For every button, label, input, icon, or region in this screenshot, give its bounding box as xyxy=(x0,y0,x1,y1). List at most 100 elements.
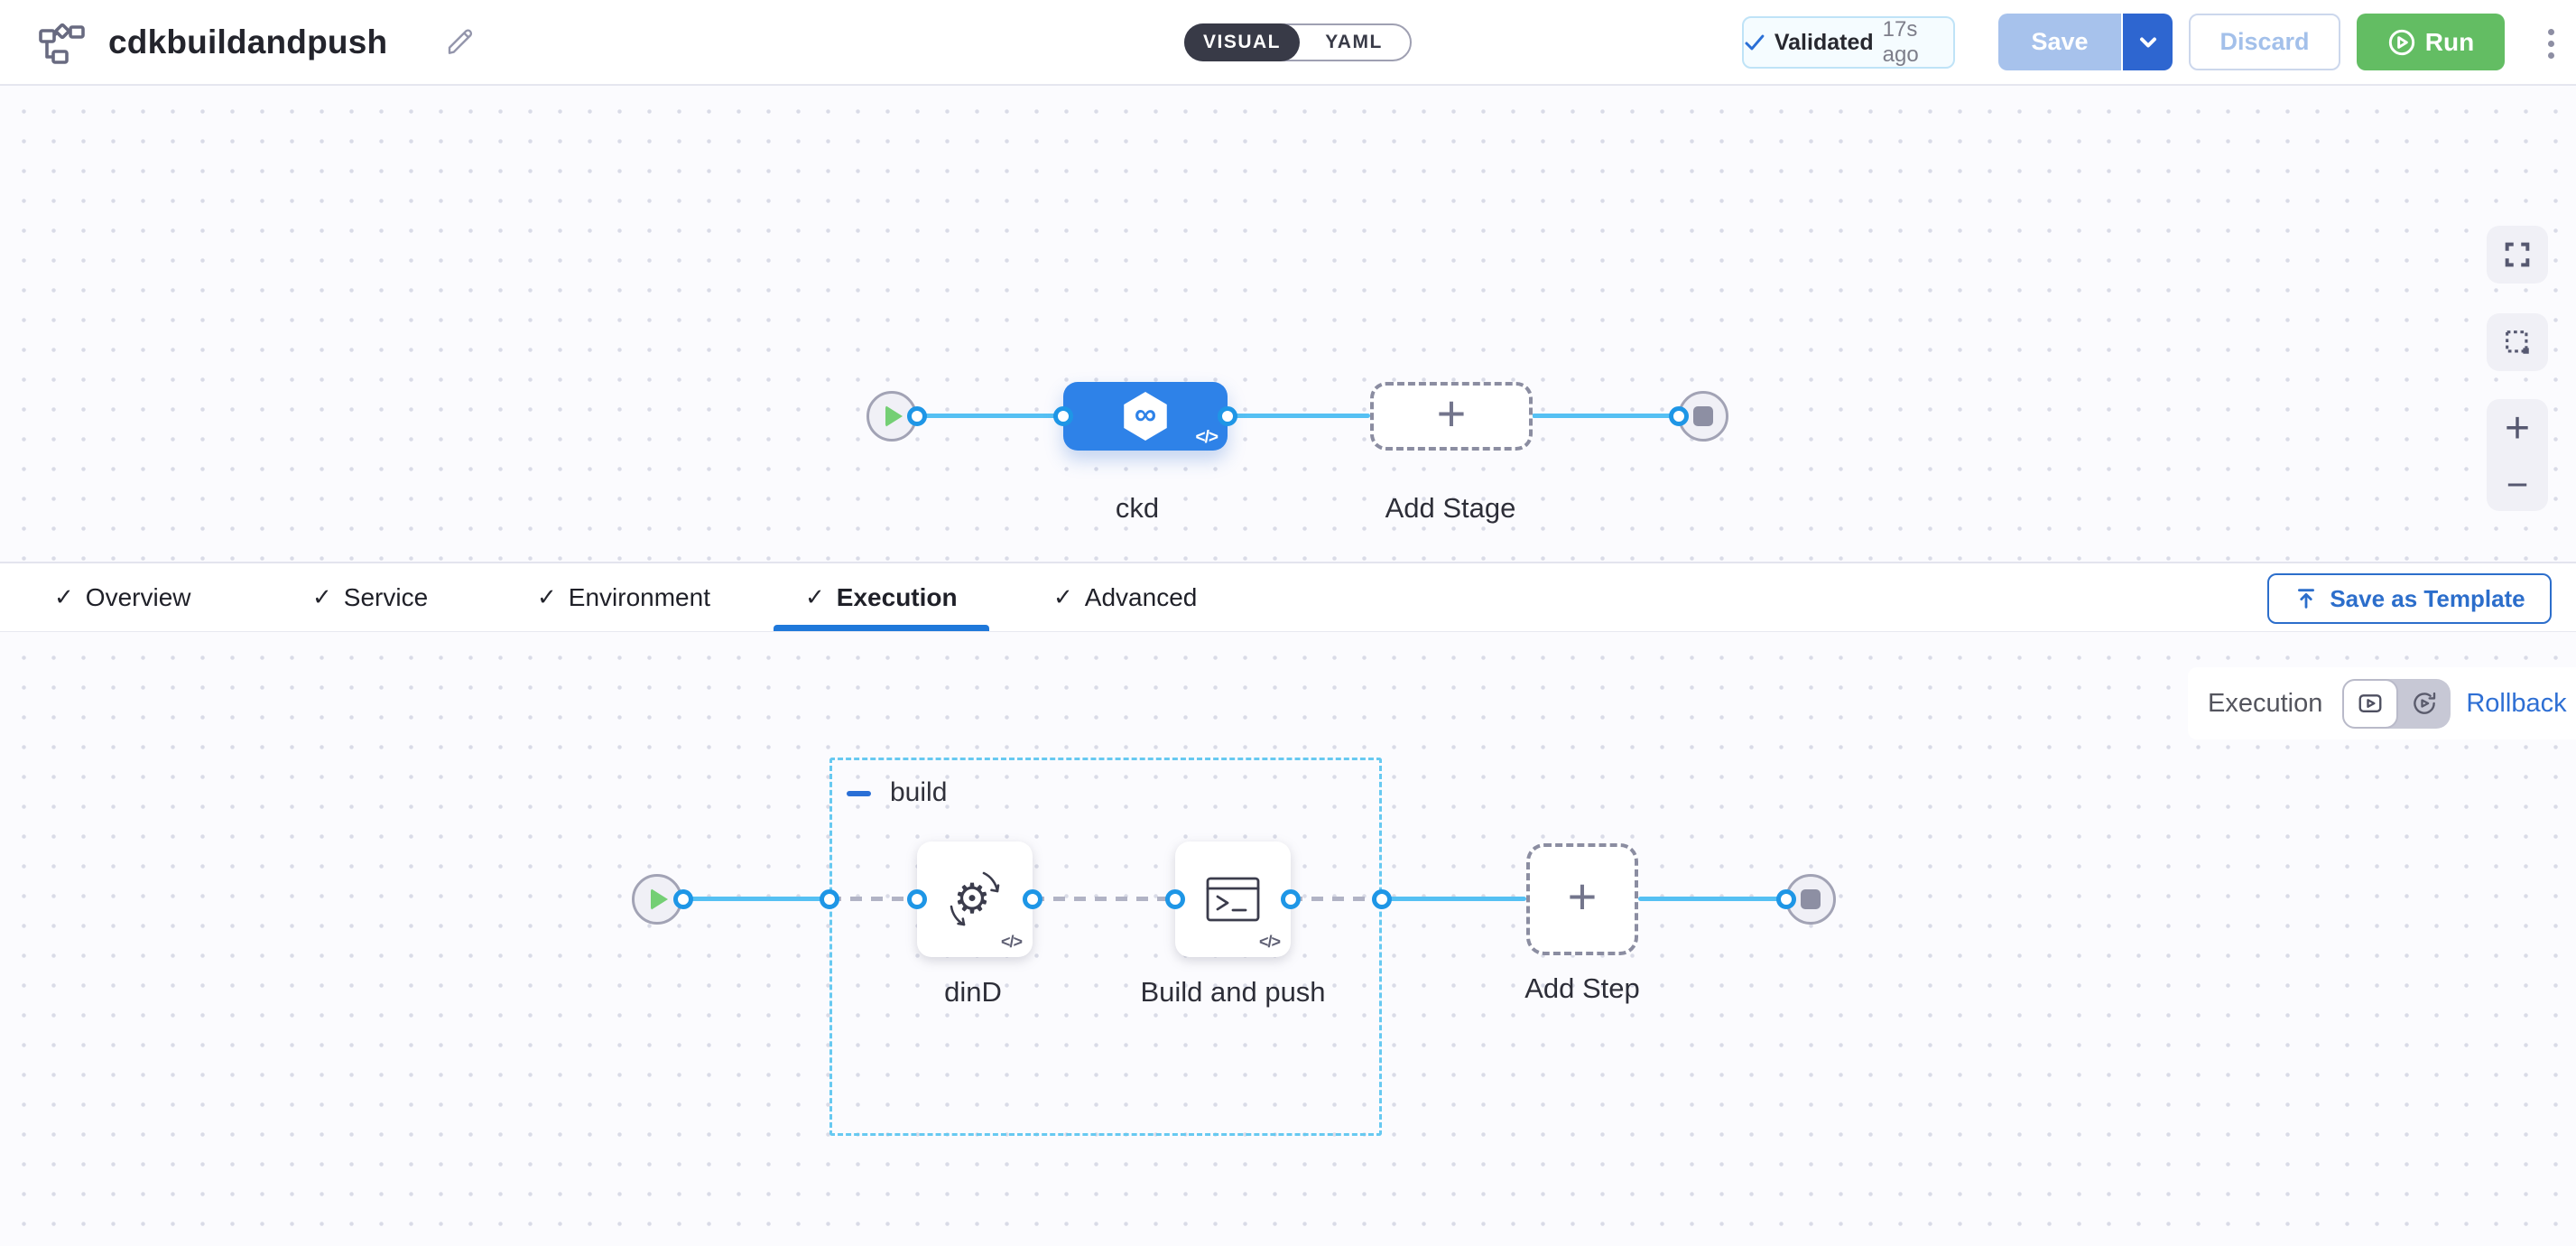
check-icon: ✓ xyxy=(54,583,74,610)
page-title: cdkbuildandpush xyxy=(108,23,388,60)
plus-icon: + xyxy=(1436,385,1467,442)
chevron-down-icon xyxy=(2139,37,2156,47)
save-as-template-label: Save as Template xyxy=(2330,584,2525,612)
run-label: Run xyxy=(2424,27,2475,56)
tab-label: Advanced xyxy=(1084,582,1198,611)
edge-addstage-to-end xyxy=(1532,414,1679,418)
step-node-dind[interactable]: ⚙ </> xyxy=(917,842,1033,957)
port[interactable] xyxy=(1776,889,1796,909)
port[interactable] xyxy=(1218,406,1237,426)
step-code-badge-icon: </> xyxy=(1000,933,1023,951)
start-play-icon xyxy=(651,888,668,910)
ci-stage-hexagon-icon: ∞ xyxy=(1124,392,1167,441)
tab-service[interactable]: ✓ Service xyxy=(312,563,428,631)
more-options-kebab-icon[interactable] xyxy=(2533,22,2569,65)
start-play-icon xyxy=(885,405,903,427)
zoom-out-button[interactable]: − xyxy=(2506,462,2529,506)
tab-overview[interactable]: ✓ Overview xyxy=(54,563,191,631)
edge-addstep-to-end xyxy=(1638,897,1786,901)
validated-badge[interactable]: Validated 17s ago xyxy=(1742,16,1955,69)
port[interactable] xyxy=(1372,889,1392,909)
port[interactable] xyxy=(907,889,927,909)
visual-yaml-toggle: VISUAL YAML xyxy=(1184,23,1412,61)
discard-button[interactable]: Discard xyxy=(2189,14,2340,70)
add-stage-label: Add Stage xyxy=(1385,492,1516,524)
port[interactable] xyxy=(1669,406,1689,426)
rollback-mode-segment[interactable] xyxy=(2398,690,2451,717)
add-stage-button[interactable]: + xyxy=(1370,382,1533,451)
execution-toolbar: Execution Rollback xyxy=(2188,667,2576,739)
run-play-icon xyxy=(2388,29,2414,55)
zoom-in-button[interactable]: + xyxy=(2504,404,2531,452)
stage-canvas[interactable]: ∞ </> ckd + Add Stage xyxy=(0,86,2576,562)
pipeline-flowchart-icon xyxy=(38,20,85,70)
fullscreen-button[interactable] xyxy=(2487,226,2548,284)
save-dropdown-button[interactable] xyxy=(2121,14,2173,70)
port[interactable] xyxy=(1053,406,1073,426)
tab-label: Environment xyxy=(568,582,710,611)
check-icon: ✓ xyxy=(312,583,332,610)
validated-status: Validated xyxy=(1774,29,1874,55)
port[interactable] xyxy=(1165,889,1185,909)
terminal-icon xyxy=(1206,877,1260,922)
tab-execution[interactable]: ✓ Execution xyxy=(805,563,958,631)
port[interactable] xyxy=(1281,889,1301,909)
plus-icon: + xyxy=(1567,868,1598,925)
collapse-group-minus-icon[interactable] xyxy=(847,791,871,796)
rollback-link[interactable]: Rollback xyxy=(2466,688,2567,718)
marquee-select-button[interactable] xyxy=(2487,313,2548,371)
execution-mode-label: Execution xyxy=(2208,688,2323,718)
stage-node-ckd[interactable]: ∞ </> xyxy=(1063,382,1228,451)
execution-mode-segment[interactable] xyxy=(2342,678,2399,729)
dind-gear-sync-icon: ⚙ xyxy=(950,871,1000,926)
run-button[interactable]: Run xyxy=(2357,14,2505,70)
tab-label: Overview xyxy=(85,582,191,611)
tab-label: Execution xyxy=(836,582,958,611)
marquee-select-icon xyxy=(2506,330,2529,354)
execution-rollback-toggle[interactable] xyxy=(2342,678,2451,729)
header: cdkbuildandpush VISUAL YAML Validated 17… xyxy=(0,0,2576,86)
edge-start-to-stage xyxy=(917,414,1063,418)
tab-advanced[interactable]: ✓ Advanced xyxy=(1053,563,1197,631)
edge-group-to-dind xyxy=(829,897,917,901)
step-node-build-and-push[interactable]: </> xyxy=(1175,842,1291,957)
end-stop-icon xyxy=(1801,889,1821,909)
edge-buildpush-to-group xyxy=(1291,897,1382,901)
fullscreen-icon xyxy=(2505,242,2530,267)
step-group-build[interactable]: build xyxy=(829,758,1382,1136)
toggle-visual[interactable]: VISUAL xyxy=(1184,23,1300,61)
edge-stage-to-addstage xyxy=(1228,414,1370,418)
edit-pencil-icon[interactable] xyxy=(444,25,477,62)
stage-label: ckd xyxy=(1115,492,1160,524)
upload-icon xyxy=(2298,589,2315,609)
step-label-build-and-push: Build and push xyxy=(1140,976,1326,1008)
edge-dind-to-buildpush xyxy=(1033,897,1175,901)
check-icon xyxy=(1745,34,1765,51)
active-tab-underline xyxy=(774,625,989,631)
port[interactable] xyxy=(907,406,927,426)
save-as-template-button[interactable]: Save as Template xyxy=(2267,573,2552,624)
execution-canvas[interactable]: Execution Rollback build xyxy=(0,632,2576,1246)
add-step-button[interactable]: + xyxy=(1526,843,1638,955)
toggle-yaml[interactable]: YAML xyxy=(1325,32,1383,52)
port[interactable] xyxy=(820,889,839,909)
group-label: build xyxy=(890,777,948,807)
add-step-label: Add Step xyxy=(1524,972,1640,1004)
save-split-button: Save xyxy=(1998,14,2173,70)
check-icon: ✓ xyxy=(537,583,557,610)
svg-text:⚙: ⚙ xyxy=(953,874,990,923)
validated-time: 17s ago xyxy=(1882,17,1919,67)
infinity-icon: ∞ xyxy=(1134,397,1157,432)
rollback-rotate-icon xyxy=(2414,692,2436,714)
save-button[interactable]: Save xyxy=(1998,14,2121,70)
zoom-controls: + − xyxy=(2487,399,2548,511)
step-code-badge-icon: </> xyxy=(1258,933,1281,951)
execution-play-icon xyxy=(2358,694,2382,712)
port[interactable] xyxy=(1023,889,1042,909)
edge-group-to-addstep xyxy=(1382,897,1526,901)
tab-environment[interactable]: ✓ Environment xyxy=(537,563,710,631)
tab-label: Service xyxy=(343,582,429,611)
port[interactable] xyxy=(673,889,693,909)
end-stop-icon xyxy=(1693,406,1713,426)
